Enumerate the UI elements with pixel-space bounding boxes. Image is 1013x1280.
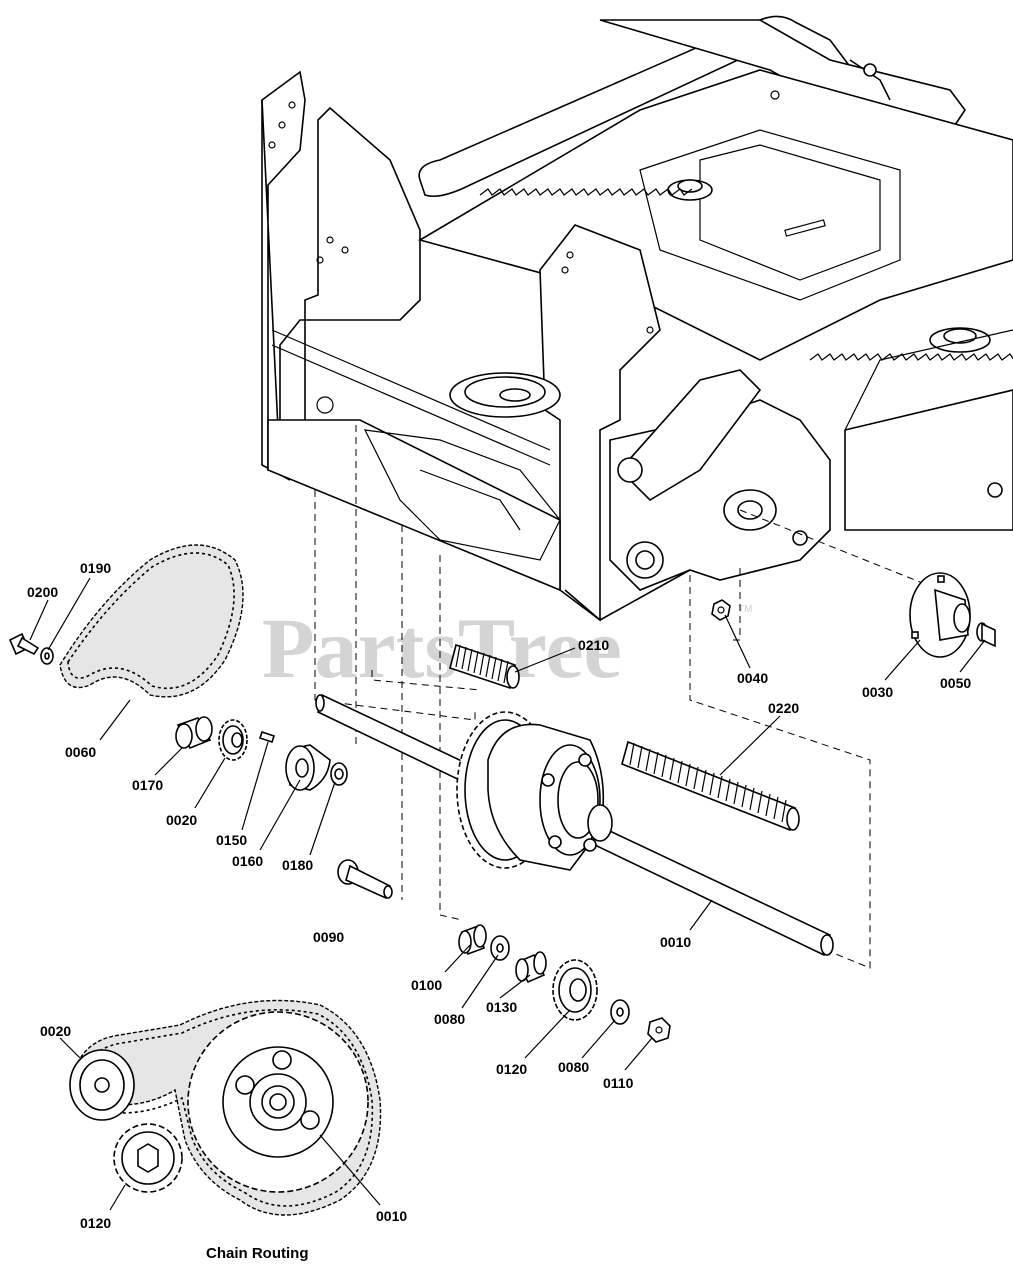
- callout-0030: 0030: [862, 684, 893, 700]
- callout-0090: 0090: [313, 929, 344, 945]
- callout-0040: 0040: [737, 670, 768, 686]
- callout-0010: 0010: [660, 934, 691, 950]
- callout-0020: 0020: [166, 812, 197, 828]
- callout-0210: 0210: [578, 637, 609, 653]
- part-0080-washer-a: [490, 935, 510, 961]
- callout-0220: 0220: [768, 700, 799, 716]
- callout-0060: 0060: [65, 744, 96, 760]
- callout-leaders: [29, 577, 986, 1211]
- callout-labels: 0200 0190 0060 0170 0020 0150 0160 0180 …: [27, 560, 971, 1231]
- chain-routing-caption: Chain Routing: [206, 1245, 308, 1262]
- callout-0170: 0170: [132, 777, 163, 793]
- part-0130-spacer: [515, 951, 547, 984]
- callout-0120-detail: 0120: [80, 1215, 111, 1231]
- callout-0200: 0200: [27, 584, 58, 600]
- callout-0080-a: 0080: [434, 1011, 465, 1027]
- part-0190-washer: [40, 647, 54, 665]
- callout-0120: 0120: [496, 1061, 527, 1077]
- part-0010-shaft-assembly: [315, 693, 834, 957]
- callout-0020-detail: 0020: [40, 1023, 71, 1039]
- part-0030-flange: [909, 572, 971, 658]
- part-0090-pin: [337, 859, 393, 900]
- assembly-leader-lines: [314, 425, 936, 969]
- part-0110-nut: [647, 1017, 671, 1043]
- watermark-text: PartsTree: [262, 600, 622, 696]
- part-0060-chain: [59, 544, 244, 698]
- callout-0150: 0150: [216, 832, 247, 848]
- part-0150-key: [258, 730, 276, 744]
- part-0020-sprocket: [218, 719, 248, 761]
- callout-0130: 0130: [486, 999, 517, 1015]
- part-0120-sprocket: [552, 959, 598, 1021]
- part-0180-washer: [330, 762, 348, 786]
- callout-0050: 0050: [940, 675, 971, 691]
- callout-0110: 0110: [603, 1075, 634, 1091]
- part-0080-washer-b: [610, 999, 630, 1025]
- part-0170-spacer: [175, 716, 213, 750]
- part-0040-nut: [711, 599, 731, 621]
- part-0200-bolt: [8, 632, 40, 656]
- part-0220-spring: [621, 740, 800, 832]
- callout-0180: 0180: [282, 857, 313, 873]
- part-0210-spring: [449, 643, 520, 690]
- callout-0100: 0100: [411, 977, 442, 993]
- callout-0160: 0160: [232, 853, 263, 869]
- callout-0010-detail: 0010: [376, 1208, 407, 1224]
- callout-0190: 0190: [80, 560, 111, 576]
- part-0050-bushing: [976, 622, 996, 648]
- mower-frame: [261, 15, 1013, 622]
- part-0160-hub: [285, 744, 331, 791]
- part-0100-spacer: [458, 924, 487, 956]
- chain-routing-detail: [69, 999, 382, 1216]
- callout-0080-b: 0080: [558, 1059, 589, 1075]
- watermark-trademark: TM: [738, 604, 752, 615]
